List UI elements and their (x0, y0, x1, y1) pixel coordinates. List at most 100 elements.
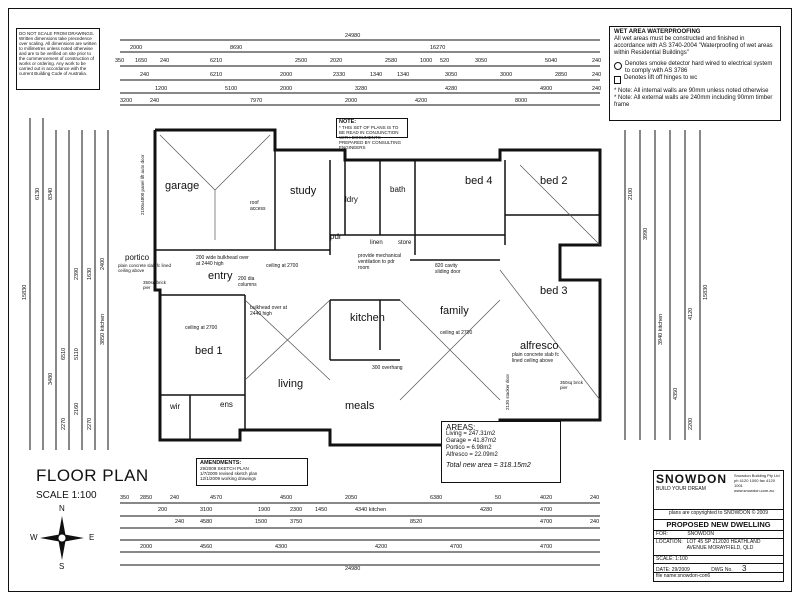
room-living: living (278, 378, 304, 390)
dim-bottom-row3-item: 4340 kitchen (355, 507, 387, 513)
area-line: Garage = 41.87m2 (446, 438, 497, 444)
dim-top-row3-item: 3000 (500, 72, 513, 78)
dim-bottom-row1-item: 2850 (140, 495, 153, 501)
for-value: SNOWDON (687, 531, 715, 537)
location-row: LOCATION: LOT 45 SP 212020 HEATHLAND AVE… (654, 538, 783, 555)
file-row: file name:snowdon-con6 (654, 572, 783, 582)
dim-bottom-row1-item: 240 (170, 495, 180, 501)
company-tagline: BUILD YOUR DREAM (656, 486, 706, 492)
dwg-label: DWG No. (711, 567, 733, 573)
living-bulkhead-note: bulkhead over at 2440 high (250, 305, 287, 317)
dim-top-row2-item: 3050 (475, 58, 488, 64)
dim-top-row1-item: 2000 (130, 45, 143, 51)
roof-access-note: roof access (250, 200, 266, 212)
dim-left-item: 2270 (61, 417, 67, 430)
disclaimer-text: DO NOT SCALE FROM DRAWINGS. Written dime… (19, 31, 97, 76)
area-line: Alfresco = 22.09m2 (446, 452, 498, 458)
dim-bottom-row4-item: 4200 (375, 544, 388, 550)
dim-right-item: 4120 (688, 307, 694, 320)
dim-left-item: 2390 (74, 267, 80, 280)
amendment-line: 1/7/2009 revised sketch plan (200, 471, 258, 476)
dim-bottom-row1-item: 4570 (210, 495, 223, 501)
drawing-scale: SCALE 1:100 (36, 490, 97, 501)
dim-top-row1-item: 16270 (430, 45, 446, 51)
top-dimension-lines (120, 39, 600, 106)
legend-hinges: Denotes lift off hinges to wc (614, 75, 776, 84)
dim-top-row2-item: 1000 (420, 58, 433, 64)
location-label: LOCATION: (656, 539, 683, 545)
dim-top-row2-item: 240 (592, 58, 602, 64)
left-dimension-lines (29, 118, 109, 450)
dim-top-row3-item: 240 (592, 72, 602, 78)
note-internal: * Note: All internal walls are 90mm unle… (614, 88, 769, 94)
dim-left-item: 6510 (61, 347, 67, 360)
room-linen: linen (370, 240, 383, 246)
dim-left-item: 8340 (48, 187, 54, 200)
brick-pier-note: 350sq brick pier (143, 280, 167, 290)
dim-top-row4-item: 240 (592, 86, 602, 92)
dim-top-row2-item: 2020 (330, 58, 343, 64)
dim-top-row3-item: 1340 (397, 72, 410, 78)
dim-top-row2-item: 6210 (210, 58, 223, 64)
dim-top-row5-item: 2000 (345, 98, 358, 104)
dim-top-row5-item: 240 (150, 98, 160, 104)
amendment-line: 29/2009 SKETCH PLAN (200, 466, 249, 471)
dim-bottom-row4-item: 4700 (540, 544, 553, 550)
note-heading: NOTE: (339, 119, 357, 125)
dim-bottom-row1-item: 50 (495, 495, 502, 501)
right-dimension-lines (624, 130, 701, 440)
scale-row: SCALE: 1:100 (654, 555, 783, 563)
dim-top-row5-item: 4200 (415, 98, 428, 104)
dim-bottom-row2-item: 1500 (255, 519, 268, 525)
dim-left-item: 5110 (74, 348, 80, 360)
dim-bottom-row3-item: 1900 (258, 507, 271, 513)
dim-left-item: 3480 (48, 372, 54, 385)
ventilation-note: provide mechanical ventilation to pdr ro… (358, 253, 402, 271)
room-bed2: bed 2 (540, 175, 568, 187)
columns-note: 200 dia columns (238, 276, 257, 288)
room-portico: portico (125, 253, 150, 262)
dim-top-row3-item: 1340 (370, 72, 383, 78)
areas-box: AREAS: Living = 247.31m2 Garage = 41.87m… (441, 421, 561, 483)
dim-top-row5-item: 7970 (250, 98, 263, 104)
dim-bottom-row2-item: 240 (175, 519, 185, 525)
dim-bottom-row2-item: 8520 (410, 519, 423, 525)
dim-top-row1-item: 8690 (230, 45, 243, 51)
copyright-row: plans are copyrighted to SNOWDON © 2009 (654, 509, 783, 519)
dim-top-row5-item: 3200 (120, 98, 133, 104)
dim-bottom-row3-item: 200 (158, 507, 168, 513)
room-alfresco: alfresco (520, 340, 559, 352)
sheet-border (8, 8, 792, 592)
brick-pier-note-2: 350sq brick pier (560, 380, 584, 390)
dim-bottom-row3-item: 2300 (290, 507, 303, 513)
compass-n: N (59, 504, 65, 513)
wet-area-heading: WET AREA WATERPROOFING (614, 29, 701, 35)
dim-left-item: 2400 (100, 257, 106, 270)
for-row: FOR: SNOWDON (654, 530, 783, 538)
dwg-number: 3 (742, 564, 747, 573)
room-ldry: ldry (345, 195, 358, 204)
dim-top-row4-item: 4900 (540, 86, 553, 92)
area-line: Portico = 6.98m2 (446, 445, 492, 451)
room-bed1: bed 1 (195, 345, 223, 357)
dim-top-row3-item: 2330 (333, 72, 346, 78)
legend-smoke-text: Denotes smoke detector hard wired to ele… (625, 61, 773, 74)
external-walls (153, 128, 602, 447)
room-bed4: bed 4 (465, 175, 493, 187)
dim-top-row2-item: 5040 (545, 58, 558, 64)
compass-w: W (30, 533, 38, 542)
drawing-title: FLOOR PLAN (36, 466, 149, 485)
dim-bottom-row2-item: 4580 (200, 519, 213, 525)
wet-area-text: All wet areas must be constructed and fi… (614, 36, 773, 56)
dim-top-row3-item: 2000 (280, 72, 293, 78)
dim-top-row2-item: 1650 (135, 58, 148, 64)
entry-ceiling-note: ceiling at 2700 (266, 263, 299, 269)
legend-hinges-text: Denotes lift off hinges to wc (624, 75, 698, 81)
engineer-note-box: NOTE: * THIS SET OF PLANS IS TO BE READ … (336, 118, 408, 150)
dim-right-item: 2200 (688, 417, 694, 430)
dim-bottom-row4-item: 2000 (140, 544, 153, 550)
dim-bottom-row2-item: 3750 (290, 519, 303, 525)
compass-rose (40, 516, 84, 560)
